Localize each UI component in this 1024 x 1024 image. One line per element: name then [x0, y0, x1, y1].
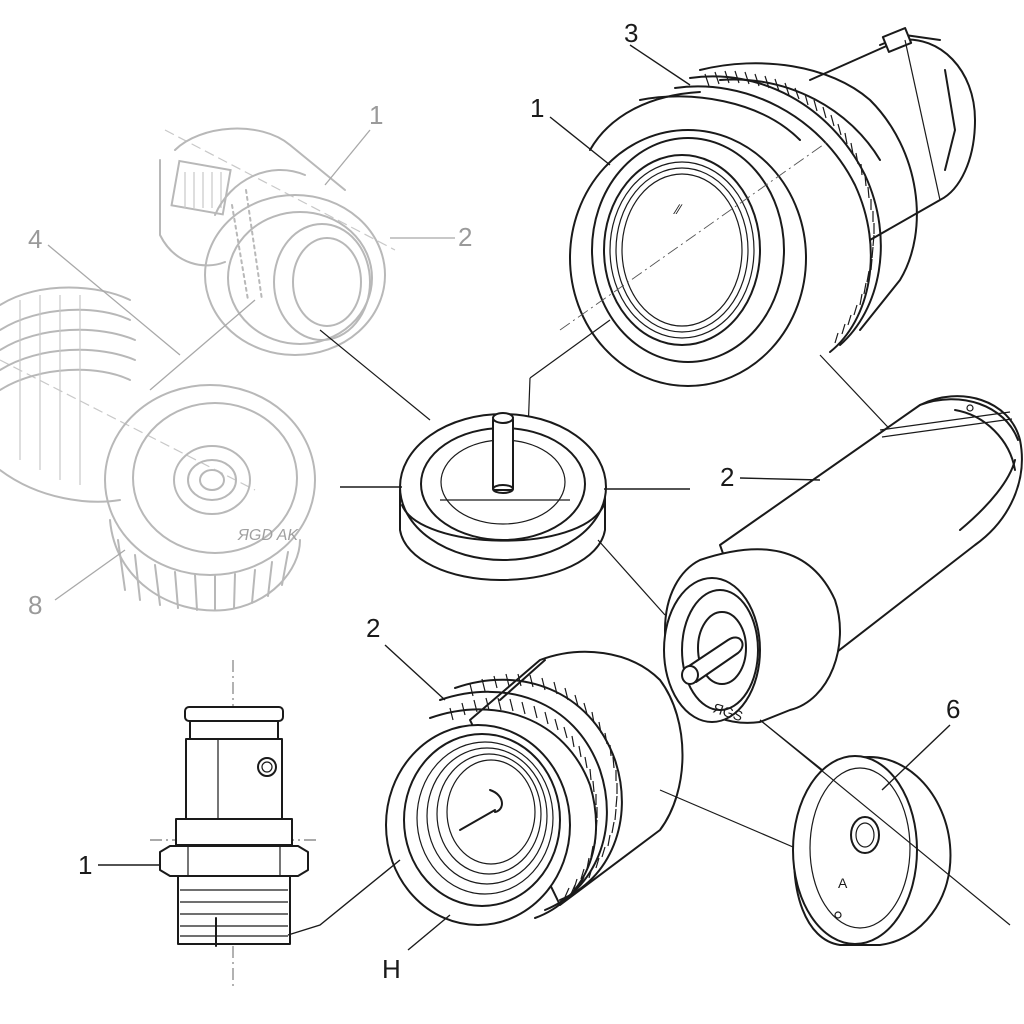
leader-fitting-to-nut	[287, 859, 401, 936]
leader-coupling-3	[629, 44, 691, 86]
callout-2-nut: 2	[366, 613, 380, 643]
callout-3: 3	[624, 18, 638, 48]
knurled-nut	[385, 650, 801, 926]
ghost-coupling	[159, 127, 386, 356]
callout-1-fitting: 1	[78, 850, 92, 880]
callout-h: H	[382, 954, 401, 984]
ghost-callout-1: 1	[369, 100, 383, 130]
disc-with-pin	[399, 412, 607, 581]
main-coupling-knurl	[704, 70, 875, 344]
leader-h	[407, 914, 451, 951]
end-cap: A	[759, 719, 1011, 946]
cylinder-body: ЯGS	[663, 395, 1023, 724]
ghost-body: ЯGD AK	[0, 286, 316, 612]
callout-1-coupling: 1	[530, 93, 544, 123]
ghost-callout-2: 2	[458, 222, 472, 252]
leader-cylinder-2	[739, 477, 821, 481]
svg-text:∕∕: ∕∕	[673, 201, 683, 217]
callout-2-cylinder: 2	[720, 462, 734, 492]
callout-6: 6	[946, 694, 960, 724]
ghost-face-engraving: ЯGD AK	[237, 527, 299, 544]
cap-face-engraving: A	[838, 875, 848, 891]
ghost-callout-8: 8	[28, 590, 42, 620]
main-coupling: ∕∕	[559, 27, 976, 387]
ghost-callout-4: 4	[28, 224, 42, 254]
leader-cap-6	[881, 724, 951, 791]
leader-coupling-1	[549, 116, 611, 166]
knurled-nut-teeth	[449, 673, 618, 898]
ghost-assembly: ЯGD AK 1 2 4 8	[0, 100, 472, 620]
leader-nut-2	[384, 644, 446, 701]
side-fitting	[150, 660, 320, 990]
